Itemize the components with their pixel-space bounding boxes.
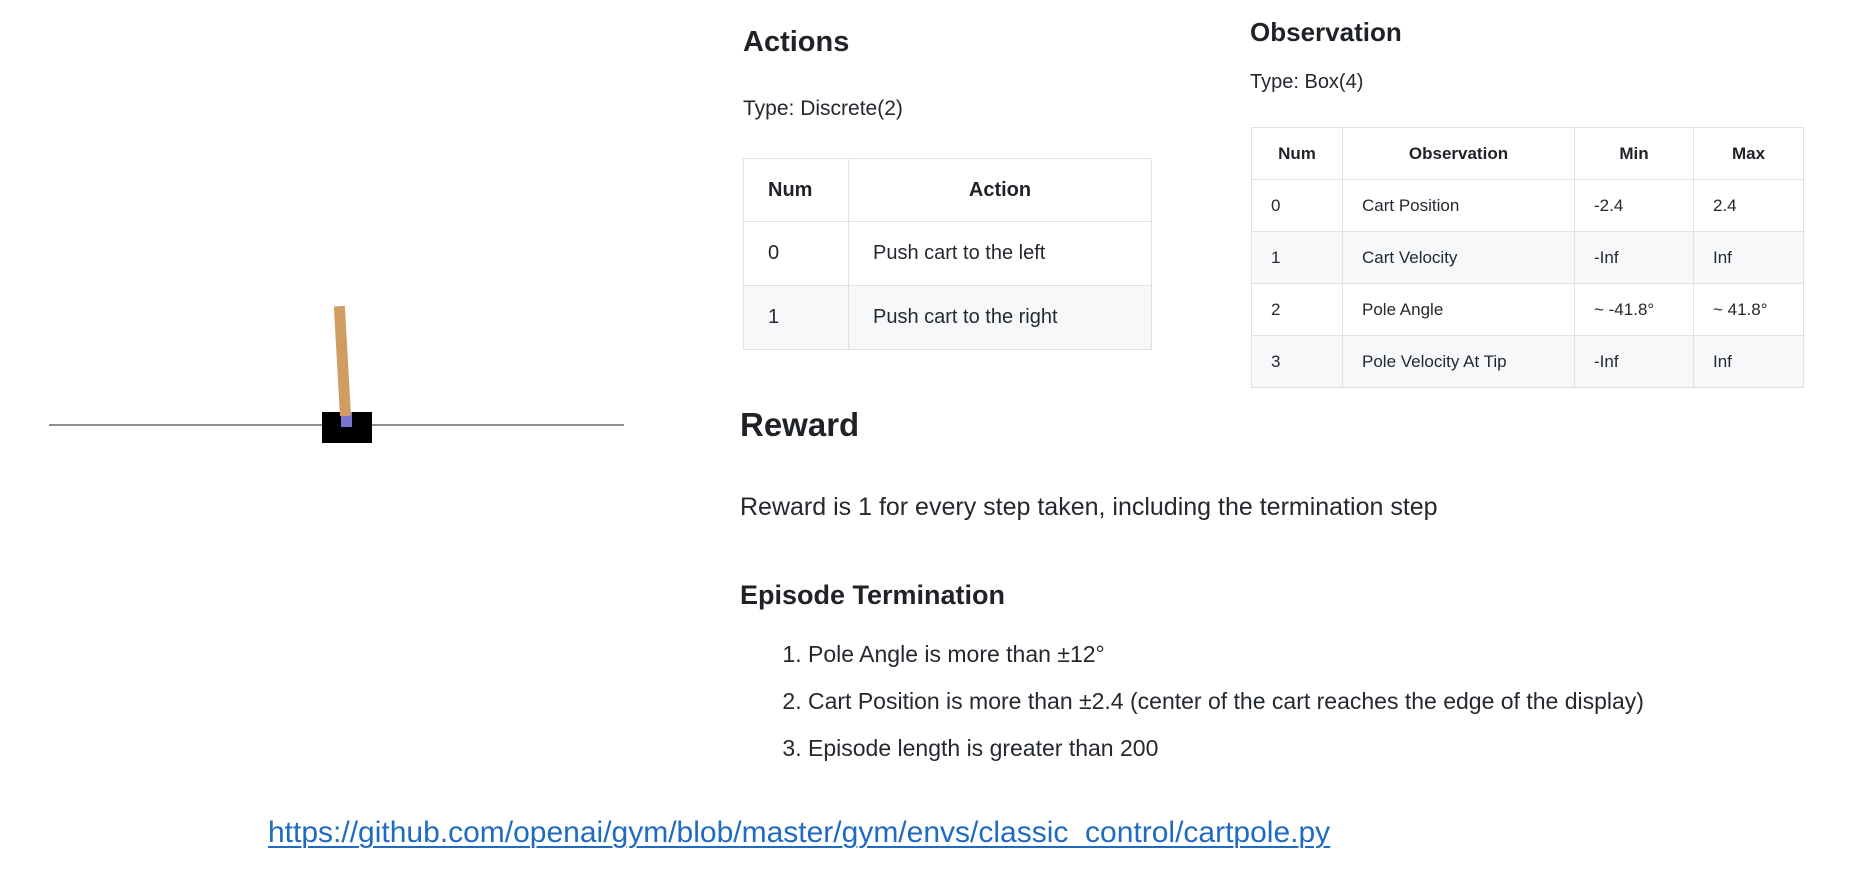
pole: [333, 305, 351, 417]
pole-axle: [341, 412, 352, 427]
reward-description: Reward is 1 for every step taken, includ…: [740, 493, 1438, 521]
table-header-cell: Min: [1574, 127, 1694, 180]
table-cell: Inf: [1693, 335, 1804, 388]
observation-type-label: Type: Box(4): [1250, 71, 1364, 93]
table-header-cell: Observation: [1342, 127, 1575, 180]
actions-heading: Actions: [743, 26, 850, 58]
list-item: Cart Position is more than ±2.4 (center …: [808, 686, 1644, 716]
table-cell: 2: [1251, 283, 1343, 336]
table-cell: Inf: [1693, 231, 1804, 284]
list-item: Episode length is greater than 200: [808, 733, 1644, 763]
list-item: Pole Angle is more than ±12°: [808, 639, 1644, 669]
table-cell: 1: [1251, 231, 1343, 284]
table-cell: 1: [743, 285, 849, 350]
table-cell: -Inf: [1574, 231, 1694, 284]
observation-heading: Observation: [1250, 17, 1402, 47]
table-cell: Pole Angle: [1342, 283, 1575, 336]
table-header-cell: Action: [848, 158, 1152, 222]
table-cell: 2.4: [1693, 179, 1804, 232]
table-cell: 0: [1251, 179, 1343, 232]
table-cell: Cart Velocity: [1342, 231, 1575, 284]
table-cell: Push cart to the right: [848, 285, 1152, 350]
table-cell: 0: [743, 221, 849, 286]
reward-heading: Reward: [740, 406, 860, 443]
table-header-cell: Num: [743, 158, 849, 222]
table-cell: 3: [1251, 335, 1343, 388]
table-cell: -2.4: [1574, 179, 1694, 232]
actions-type-label: Type: Discrete(2): [743, 97, 903, 120]
episode-termination-list: Pole Angle is more than ±12° Cart Positio…: [746, 639, 1644, 780]
table-cell: Push cart to the left: [848, 221, 1152, 286]
table-cell: Cart Position: [1342, 179, 1575, 232]
table-cell: Pole Velocity At Tip: [1342, 335, 1575, 388]
table-cell: ~ 41.8°: [1693, 283, 1804, 336]
episode-termination-heading: Episode Termination: [740, 580, 1006, 610]
source-link[interactable]: https://github.com/openai/gym/blob/maste…: [268, 816, 1331, 849]
table-cell: ~ -41.8°: [1574, 283, 1694, 336]
source-link-container: https://github.com/openai/gym/blob/maste…: [268, 816, 1330, 850]
table-header-cell: Num: [1251, 127, 1343, 180]
table-cell: -Inf: [1574, 335, 1694, 388]
table-header-cell: Max: [1693, 127, 1804, 180]
